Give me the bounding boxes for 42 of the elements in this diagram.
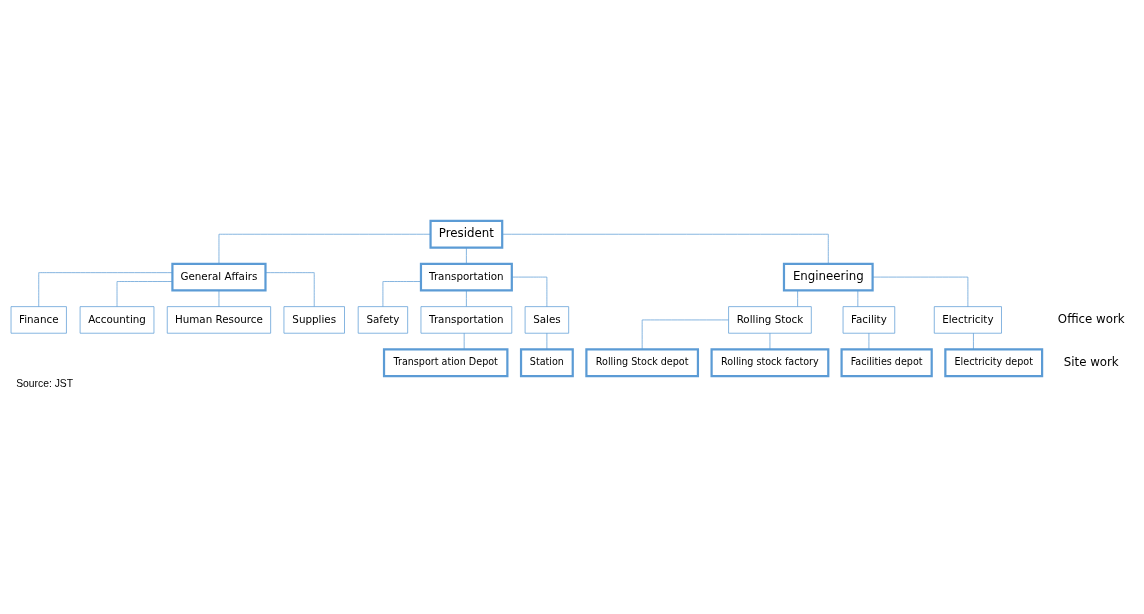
- node-box: Rolling Stock depot: [585, 348, 700, 378]
- connector: [38, 272, 173, 307]
- connector: [546, 332, 548, 350]
- node-box: Transportation: [420, 306, 513, 334]
- connector: [641, 319, 729, 350]
- node-box: President: [429, 219, 504, 249]
- connector: [466, 247, 467, 264]
- node-box: Rolling Stock: [728, 306, 812, 334]
- node-box: Accounting: [79, 306, 155, 334]
- node-box: Safety: [357, 306, 409, 334]
- node-box: Engineering: [782, 262, 874, 292]
- node-box: Facilities depot: [840, 348, 933, 378]
- connector: [463, 332, 465, 350]
- connector: [868, 332, 870, 350]
- caption: Source: JST: [16, 378, 74, 390]
- connector: [382, 281, 422, 307]
- connector: [769, 332, 771, 350]
- label: Site work: [1063, 354, 1119, 369]
- node-box: Transportation: [419, 262, 513, 292]
- connector: [466, 290, 467, 307]
- connector: [218, 290, 220, 307]
- connector: [511, 276, 548, 307]
- node-box: Sales: [524, 306, 570, 334]
- node-box: Rolling stock factory: [710, 348, 830, 378]
- connector: [797, 290, 798, 307]
- node-box: Finance: [10, 306, 67, 334]
- node-box: Human Resource: [166, 306, 272, 334]
- node-box: Station: [519, 348, 574, 378]
- node-box: Facility: [842, 306, 896, 334]
- connector: [116, 281, 173, 307]
- connector: [218, 233, 431, 265]
- connector: [857, 290, 859, 307]
- label: Office work: [1057, 311, 1125, 326]
- connector: [872, 276, 969, 307]
- connector: [502, 233, 829, 265]
- connector: [265, 272, 315, 307]
- node-box: Electricity depot: [944, 348, 1044, 378]
- connector: [973, 332, 974, 350]
- node-box: Transport ation Depot: [382, 348, 509, 378]
- node-box: Electricity: [933, 306, 1002, 334]
- node-box: General Affairs: [171, 262, 267, 292]
- node-box: Supplies: [283, 306, 345, 334]
